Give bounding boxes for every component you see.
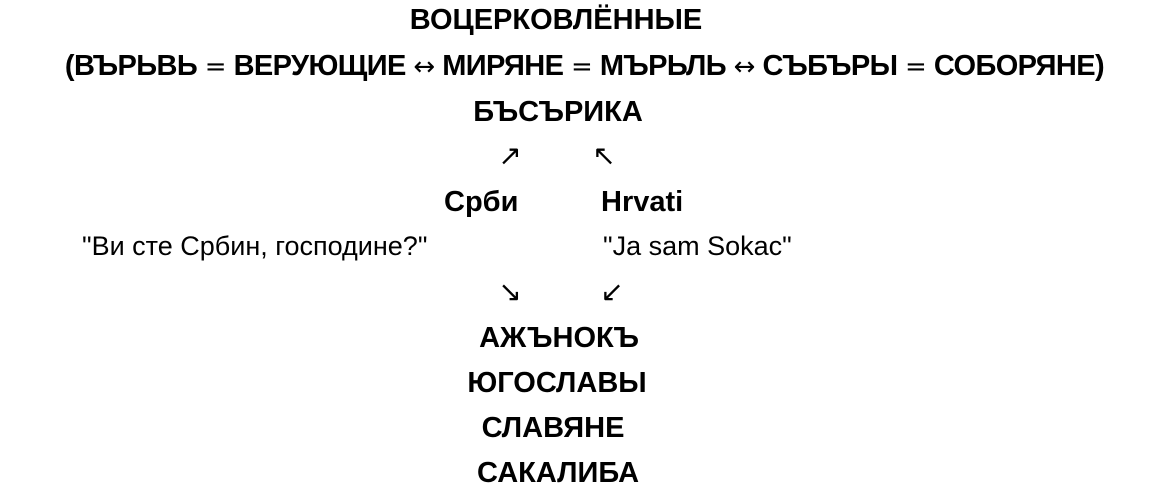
term-miryane: МИРЯНЕ (442, 50, 564, 82)
node-hrvati: Hrvati (601, 186, 684, 218)
quote-hrvati: "Ja sam Sokac" (603, 231, 792, 261)
double-arrow-icon: ↔ (725, 52, 763, 82)
node-basilica: БЪСЪРИКА (473, 96, 643, 128)
equals-sign: = (197, 52, 234, 82)
equals-sign: = (897, 52, 934, 82)
down-right-arrow-icon: ↘ (498, 275, 522, 308)
node-azhnoky: АЖЪНОКЪ (479, 322, 639, 354)
term-veruyushchie: ВЕРУЮЩИЕ (233, 50, 407, 82)
double-arrow-icon: ↔ (405, 52, 443, 82)
up-left-arrow-icon: ↖ (592, 139, 616, 172)
equals-sign: = (563, 52, 600, 82)
node-srbi: Срби (444, 186, 519, 218)
node-yugoslavy: ЮГОСЛАВЫ (467, 367, 647, 399)
up-right-arrow-icon: ↗ (498, 139, 522, 172)
diagram-title: ВОЦЕРКОВЛЁННЫЕ (409, 4, 703, 36)
quote-srbi: "Ви сте Србин, господине?" (82, 231, 428, 261)
term-soboryane: СОБОРЯНЕ (933, 50, 1096, 82)
open-paren: ( (64, 50, 75, 82)
close-paren: ) (1095, 50, 1105, 82)
equation-line: (ВЪРЬВЬ = ВЕРУЮЩИЕ ↔ МИРЯНЕ = МЪРЬЛЬ ↔ С… (0, 52, 1169, 81)
term-sebery: СЪБЪРЫ (762, 50, 898, 82)
down-left-arrow-icon: ↙ (600, 275, 624, 308)
term-merl: МЪРЬЛЬ (599, 50, 727, 82)
term-verv: ВЪРЬВЬ (73, 50, 198, 82)
node-sakaliba: САКАЛИБА (476, 457, 640, 489)
node-slavyane: СЛАВЯНЕ (481, 412, 625, 444)
